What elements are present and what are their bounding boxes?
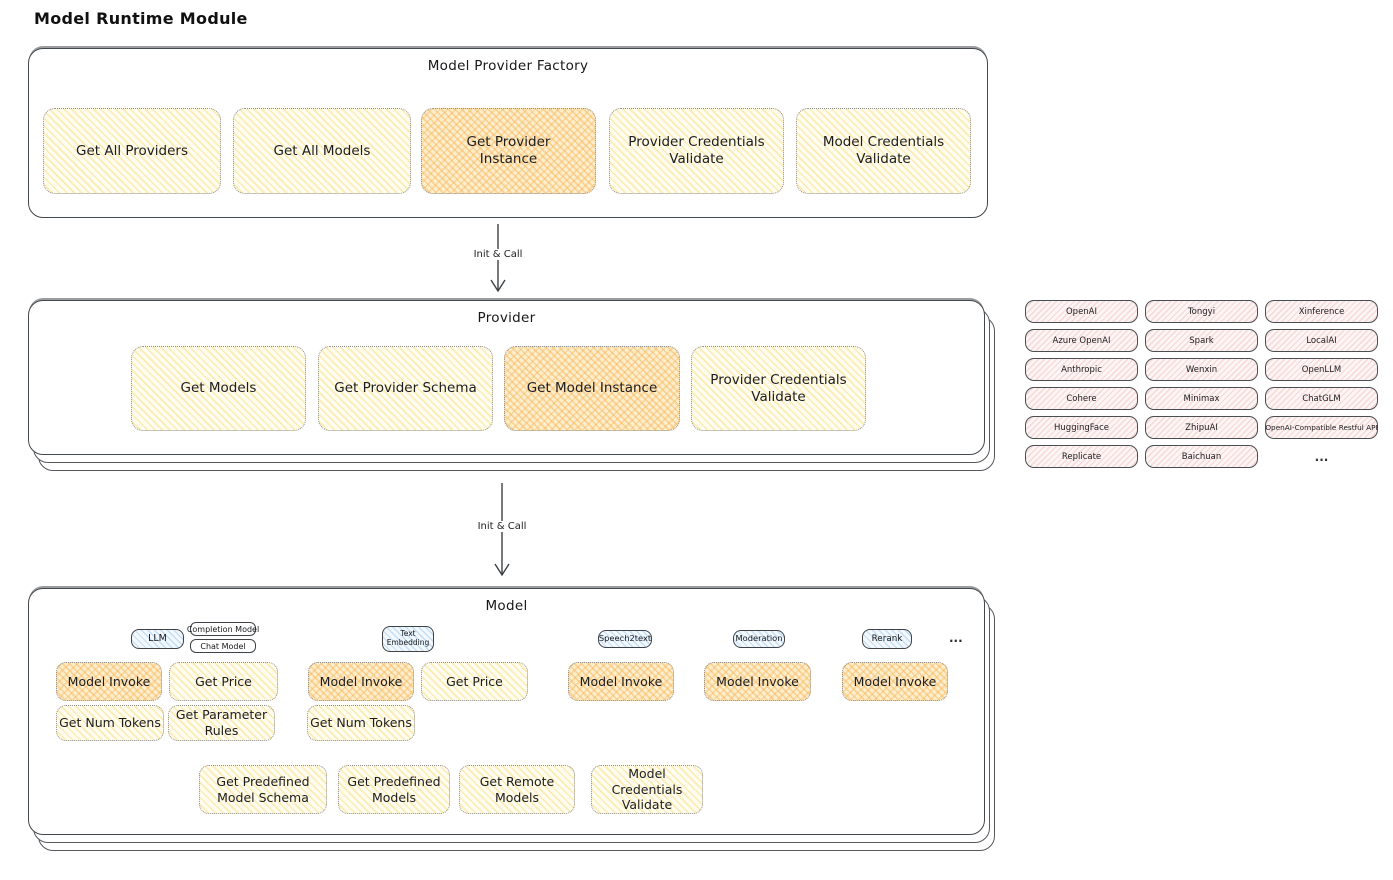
provider-pill-openai-compatible-restful-api: OpenAI-Compatible Restful API	[1265, 416, 1378, 439]
provider-pill-azure-openai: Azure OpenAI	[1025, 329, 1138, 352]
get-predefined-models-button: Get Predefined Models	[338, 765, 450, 814]
provider-pill-chatglm: ChatGLM	[1265, 387, 1378, 410]
provider-box: Provider Get Models Get Provider Schema …	[28, 300, 985, 455]
tag-rerank: Rerank	[862, 629, 912, 649]
init-call-label-2: Init & Call	[473, 521, 531, 532]
provider-pill-replicate: Replicate	[1025, 445, 1138, 468]
rerank-model-invoke-button: Model Invoke	[842, 662, 948, 701]
provider-pill-anthropic: Anthropic	[1025, 358, 1138, 381]
factory-button-get-provider-instance: Get Provider Instance	[421, 108, 596, 194]
provider-button-get-provider-schema: Get Provider Schema	[318, 346, 493, 431]
text-embedding-get-price-button: Get Price	[421, 662, 528, 701]
get-remote-models-button: Get Remote Models	[459, 765, 575, 814]
provider-pill-cohere: Cohere	[1025, 387, 1138, 410]
provider-pill-wenxin: Wenxin	[1145, 358, 1258, 381]
tag-moderation: Moderation	[733, 630, 785, 648]
model-tags-ellipsis: ...	[949, 631, 963, 645]
provider-pill-tongyi: Tongyi	[1145, 300, 1258, 323]
init-call-arrow-1: Init & Call	[453, 224, 543, 298]
provider-pill-openllm: OpenLLM	[1265, 358, 1378, 381]
tag-llm: LLM	[131, 629, 184, 649]
tag-text-embedding: Text Embedding	[382, 626, 434, 652]
factory-button-provider-credentials-validate: Provider Credentials Validate	[609, 108, 784, 194]
model-box: Model LLM Completion Model Chat Model Te…	[28, 588, 985, 835]
llm-get-num-tokens-button: Get Num Tokens	[56, 705, 164, 741]
factory-title: Model Provider Factory	[427, 58, 589, 74]
text-embedding-get-num-tokens-button: Get Num Tokens	[307, 705, 415, 741]
provider-pill-minimax: Minimax	[1145, 387, 1258, 410]
provider-button-provider-credentials-validate: Provider Credentials Validate	[691, 346, 866, 431]
factory-button-get-all-providers: Get All Providers	[43, 108, 221, 194]
init-call-label-1: Init & Call	[469, 249, 527, 260]
factory-button-model-credentials-validate: Model Credentials Validate	[796, 108, 971, 194]
llm-model-invoke-button: Model Invoke	[56, 662, 162, 701]
init-call-arrow-2: Init & Call	[457, 483, 547, 582]
model-title: Model	[485, 598, 528, 614]
provider-title: Provider	[477, 310, 536, 326]
provider-pill-huggingface: HuggingFace	[1025, 416, 1138, 439]
llm-get-price-button: Get Price	[169, 662, 278, 701]
speech2text-model-invoke-button: Model Invoke	[568, 662, 674, 701]
page-title: Model Runtime Module	[34, 9, 248, 28]
model-credentials-validate-button: Model Credentials Validate	[591, 765, 703, 814]
tag-speech2text: Speech2text	[598, 630, 652, 648]
factory-button-get-all-models: Get All Models	[233, 108, 411, 194]
provider-catalog: OpenAI Tongyi Xinference Azure OpenAI Sp…	[1025, 300, 1381, 468]
provider-pill-spark: Spark	[1145, 329, 1258, 352]
tag-completion-model: Completion Model	[187, 622, 259, 636]
moderation-model-invoke-button: Model Invoke	[704, 662, 811, 701]
text-embedding-model-invoke-button: Model Invoke	[308, 662, 414, 701]
provider-pill-baichuan: Baichuan	[1145, 445, 1258, 468]
provider-pill-xinference: Xinference	[1265, 300, 1378, 323]
provider-catalog-ellipsis: ...	[1314, 449, 1329, 464]
get-predefined-model-schema-button: Get Predefined Model Schema	[199, 765, 327, 814]
provider-pill-openai: OpenAI	[1025, 300, 1138, 323]
provider-button-get-models: Get Models	[131, 346, 306, 431]
provider-pill-zhipuai: ZhipuAI	[1145, 416, 1258, 439]
tag-chat-model: Chat Model	[190, 639, 256, 653]
provider-button-get-model-instance: Get Model Instance	[504, 346, 680, 431]
provider-pill-localai: LocalAI	[1265, 329, 1378, 352]
model-provider-factory-box: Model Provider Factory Get All Providers…	[28, 48, 988, 218]
llm-get-parameter-rules-button: Get Parameter Rules	[168, 705, 275, 741]
